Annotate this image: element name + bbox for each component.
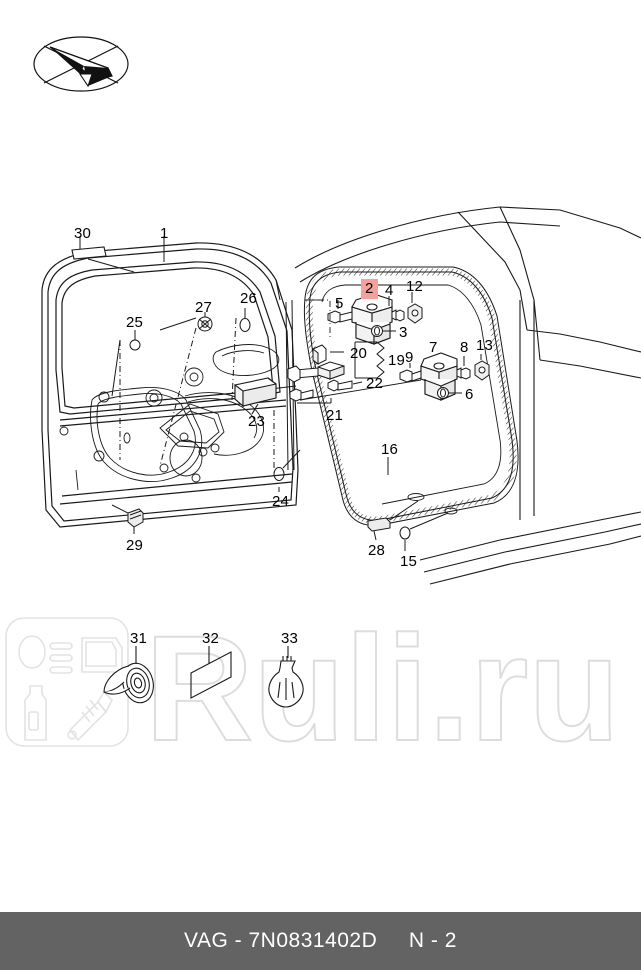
- footer-bar: VAG - 7N0831402D N - 2: [0, 912, 641, 970]
- part-3-bushing: [371, 325, 396, 337]
- car-body-outline: [294, 206, 641, 585]
- part-21-bolt: [289, 388, 332, 404]
- part-13-nut: [474, 354, 490, 381]
- part-30-clip: [71, 236, 135, 273]
- callout-6[interactable]: 6: [465, 386, 474, 403]
- callout-23[interactable]: 23: [248, 413, 266, 430]
- part-6-bushing: [437, 387, 462, 399]
- part-20-clip: [312, 344, 344, 366]
- sill-detail: [407, 493, 458, 515]
- callout-19[interactable]: 19: [388, 352, 406, 369]
- callout-13[interactable]: 13: [476, 337, 494, 354]
- part-33-applicator: [268, 646, 304, 708]
- window-opening: [321, 284, 502, 505]
- callout-30[interactable]: 30: [74, 225, 92, 242]
- part-12-nut: [407, 292, 423, 324]
- part-29-plug: [111, 504, 144, 534]
- part-28-plug: [367, 500, 419, 541]
- callout-25[interactable]: 25: [126, 314, 144, 331]
- vag-arrow-logo: [33, 36, 129, 92]
- callout-1[interactable]: 1: [160, 225, 169, 242]
- callout-4[interactable]: 4: [385, 282, 394, 299]
- upper-hinge-assembly: [351, 293, 393, 345]
- callout-26[interactable]: 26: [240, 290, 258, 307]
- part-15-grommet: [399, 512, 449, 551]
- callout-2[interactable]: 2: [361, 279, 378, 299]
- part-5-bolt: [327, 300, 353, 324]
- callout-16[interactable]: 16: [381, 441, 399, 458]
- lower-hinge-leader: [299, 379, 422, 401]
- svg-text:Ruli.ru: Ruli.ru: [145, 604, 620, 772]
- hinge-leader-dashed: [305, 299, 331, 340]
- callout-24[interactable]: 24: [272, 493, 290, 510]
- part-26-grommet: [231, 308, 251, 401]
- callout-5[interactable]: 5: [335, 295, 344, 312]
- callout-27[interactable]: 27: [195, 299, 213, 316]
- part-8-bolt: [456, 356, 471, 380]
- part-number-label: VAG - 7N0831402D N - 2: [184, 929, 457, 952]
- callout-12[interactable]: 12: [406, 278, 424, 295]
- care-products-watermark: [5, 617, 129, 747]
- door-inner-panel-detail: [59, 344, 280, 491]
- callout-8[interactable]: 8: [460, 339, 469, 356]
- door-seal-16: [303, 266, 519, 526]
- callout-22[interactable]: 22: [366, 375, 384, 392]
- callout-7[interactable]: 7: [429, 339, 438, 356]
- callout-3[interactable]: 3: [399, 324, 408, 341]
- callout-28[interactable]: 28: [368, 542, 386, 559]
- part-31-tape-roll: [103, 646, 154, 704]
- part-4-bolt: [388, 296, 405, 322]
- part-19-bracket: [354, 341, 385, 379]
- part-9-bolt: [399, 363, 422, 383]
- watermark-ruli: Ruli.ru: [144, 603, 621, 773]
- part-23-block: [234, 377, 277, 415]
- callout-31[interactable]: 31: [130, 630, 148, 647]
- part-22-door-check: [287, 361, 363, 392]
- callout-32[interactable]: 32: [202, 630, 220, 647]
- callout-15[interactable]: 15: [400, 553, 418, 570]
- callout-9[interactable]: 9: [405, 349, 414, 366]
- callout-33[interactable]: 33: [281, 630, 299, 647]
- callout-29[interactable]: 29: [126, 537, 144, 554]
- callout-21[interactable]: 21: [326, 407, 344, 424]
- part-32-sheet: [190, 646, 232, 699]
- part-27-fastener: [159, 312, 213, 467]
- part-25-leader: [111, 330, 141, 460]
- callout-20[interactable]: 20: [350, 345, 368, 362]
- part-24-grommet: [273, 410, 301, 492]
